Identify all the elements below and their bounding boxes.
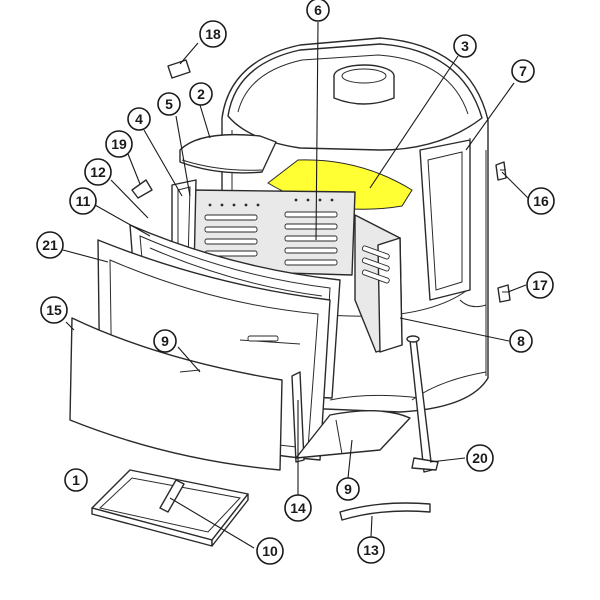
callout-label: 11 <box>76 193 91 209</box>
part-16-bracket <box>495 161 507 181</box>
callout-label: 19 <box>111 136 127 152</box>
callout-label: 7 <box>519 63 527 79</box>
part-8-side-liner <box>354 214 403 353</box>
leader-lines <box>62 21 529 549</box>
callout: 14 <box>284 494 312 522</box>
part-1-ash-pan <box>91 469 249 547</box>
part-18-bracket <box>167 59 191 79</box>
callout-label: 20 <box>472 450 488 466</box>
part-20-rod <box>406 335 439 473</box>
callout-label: 21 <box>42 237 58 253</box>
callout-label: 15 <box>46 302 62 318</box>
callout-label: 12 <box>90 164 106 180</box>
callout: 2 <box>189 82 213 106</box>
part-15-front-glass <box>69 317 283 471</box>
part-9-hearth-plate <box>295 409 411 459</box>
callout: 7 <box>511 59 535 83</box>
callout: 9 <box>336 477 360 501</box>
callout-label: 9 <box>161 333 169 349</box>
part-6-back-liner <box>185 189 356 276</box>
callout: 15 <box>40 296 68 324</box>
callout-label: 4 <box>135 111 143 127</box>
callout-label: 10 <box>262 543 278 559</box>
callouts: 1 2 3 4 5 6 7 8 9 9 10 11 12 13 14 15 16… <box>36 0 555 565</box>
callout-label: 3 <box>461 38 469 54</box>
callout: 19 <box>105 130 133 158</box>
callout-label: 13 <box>363 542 379 558</box>
callout: 18 <box>199 20 227 48</box>
callout-label: 16 <box>533 193 549 209</box>
callout-label: 8 <box>517 333 525 349</box>
callout: 5 <box>157 92 181 116</box>
callout-label: 9 <box>344 481 352 497</box>
part-13-curved-bar <box>339 502 431 521</box>
callout-label: 6 <box>314 2 322 18</box>
callout: 13 <box>357 536 385 564</box>
callout: 6 <box>306 0 330 22</box>
callout: 12 <box>84 158 112 186</box>
callout-label: 14 <box>290 500 306 516</box>
callout: 1 <box>64 468 88 492</box>
callout-label: 17 <box>532 277 548 293</box>
part-7-back-frame <box>419 139 471 301</box>
callout-label: 1 <box>72 472 80 488</box>
callout: 17 <box>526 271 554 299</box>
callout: 11 <box>69 187 97 215</box>
callout: 8 <box>509 329 533 353</box>
part-19-bracket <box>131 179 153 199</box>
part-2-baffle-plate <box>179 133 277 174</box>
callout: 21 <box>36 231 64 259</box>
callout: 20 <box>466 444 494 472</box>
callout: 9 <box>153 329 177 353</box>
callout: 3 <box>453 34 477 58</box>
callout: 16 <box>527 187 555 215</box>
callout-label: 18 <box>205 26 221 42</box>
callout-label: 5 <box>165 96 173 112</box>
part-17-bracket <box>497 284 511 303</box>
callout-label: 2 <box>197 86 205 102</box>
callout: 4 <box>127 107 151 131</box>
callout: 10 <box>256 537 284 565</box>
